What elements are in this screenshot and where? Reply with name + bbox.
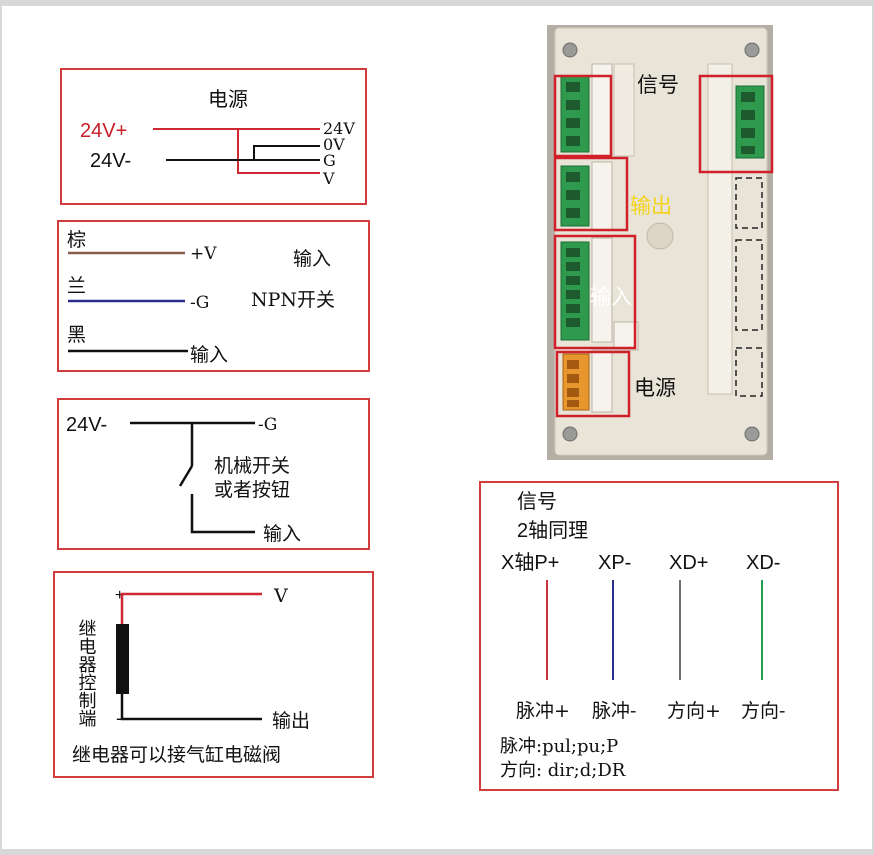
relay-box: + V - 输出 继电器控制端 继电器可以接气缸电磁阀 <box>53 571 374 778</box>
channel-bottom-label: 方向- <box>741 700 785 722</box>
npn-input-label: 输入 <box>293 248 331 270</box>
mechanical-desc-2: 或者按钮 <box>214 479 290 501</box>
mechanical-bottom-end: 输入 <box>263 523 301 545</box>
screw-icon <box>744 426 760 442</box>
highlight-frames <box>553 74 774 418</box>
board-output-label: 输出 <box>630 195 672 218</box>
signal-subtitle: 2轴同理 <box>517 519 588 542</box>
power-box: 电源 24V+ 24V- 24V 0V G V <box>60 68 367 205</box>
relay-coil <box>116 624 129 694</box>
blue-wire-label: 兰 <box>67 275 86 297</box>
bottom-edge <box>0 849 874 855</box>
board-power-label: 电源 <box>634 377 676 400</box>
blue-wire-end: -G <box>190 293 209 313</box>
brown-wire-label: 棕 <box>67 229 86 251</box>
npn-switch-label: NPN开关 <box>251 289 335 311</box>
terminal-0v: 0V <box>323 135 345 154</box>
channel-bottom-label: 脉冲+ <box>516 700 570 722</box>
signal-note-direction: 方向: dir;d;DR <box>500 760 626 781</box>
relay-plus-wire <box>120 592 262 624</box>
relay-minus-wire <box>120 694 262 721</box>
black-wire-label: 黑 <box>67 324 86 346</box>
npn-box: 棕 +V 兰 -G 黑 输入 输入 NPN开关 <box>57 220 370 372</box>
channel-bottom-label: 脉冲- <box>592 700 636 722</box>
terminal-g: G <box>323 151 336 170</box>
controller-board: 信号 输出 输入 电源 <box>547 25 774 460</box>
power-minus-label: 24V- <box>90 150 131 172</box>
screw-icon <box>562 426 578 442</box>
switch-lower-wire <box>190 494 255 534</box>
power-frame <box>60 68 367 205</box>
brown-wire-end: +V <box>190 244 217 264</box>
relay-minus-sign: - <box>116 708 122 728</box>
right-edge <box>872 0 874 855</box>
screw-icon <box>744 42 760 58</box>
relay-plus-sign: + <box>115 587 124 604</box>
right-label-strip <box>707 63 733 395</box>
label-strip <box>591 161 613 231</box>
board-input-label: 输入 <box>590 286 632 309</box>
signal-note-pulse: 脉冲:pul;pu;P <box>500 736 618 757</box>
mechanical-minus-label: 24V- <box>66 414 107 436</box>
mechanical-frame <box>57 398 370 550</box>
signal-title: 信号 <box>517 490 557 513</box>
power-plus-label: 24V+ <box>80 120 127 142</box>
empty-slots <box>735 177 763 397</box>
terminal-screws <box>566 82 755 327</box>
channel-top-label: XP- <box>598 552 631 574</box>
serial-strip <box>613 63 635 157</box>
mechanical-desc-1: 机械开关 <box>214 455 290 477</box>
left-edge <box>0 0 2 855</box>
terminal-24v: 24V <box>323 119 355 138</box>
screw-icon <box>562 42 578 58</box>
signal-frame <box>479 481 839 791</box>
knockout-hole <box>646 222 674 250</box>
power-title: 电源 <box>208 88 248 111</box>
switch-lever <box>178 465 194 487</box>
label-strip <box>591 63 613 157</box>
relay-bottom-end: 输出 <box>272 710 310 732</box>
label-strip <box>591 349 613 413</box>
terminal-v: V <box>322 169 335 188</box>
npn-frame <box>57 220 370 372</box>
channel-top-label: XD+ <box>669 552 708 574</box>
power-terminal-screws <box>567 360 579 407</box>
relay-caption: 继电器可以接气缸电磁阀 <box>72 744 281 766</box>
plus-branch-wire <box>237 129 320 174</box>
black-wire-end: 输入 <box>190 344 228 366</box>
signal-box: 信号 2轴同理 X轴P+ XP- XD+ XD- 脉冲+ 脉冲- 方向+ 方向-… <box>479 481 839 791</box>
top-edge <box>0 0 874 6</box>
board-signal-label: 信号 <box>637 74 679 97</box>
label-strip <box>591 237 613 343</box>
channel-top-label: X轴P+ <box>501 551 559 574</box>
mechanical-box: 24V- -G 机械开关 或者按钮 输入 <box>57 398 370 550</box>
channel-top-label: XD- <box>746 552 780 574</box>
minus-branch-wire <box>253 145 320 160</box>
mechanical-top-end: -G <box>258 415 277 435</box>
relay-frame <box>53 571 374 778</box>
channel-bottom-label: 方向+ <box>667 700 721 722</box>
relay-coil-label: 继电器控制端 <box>76 619 97 727</box>
relay-top-end: V <box>273 585 288 607</box>
